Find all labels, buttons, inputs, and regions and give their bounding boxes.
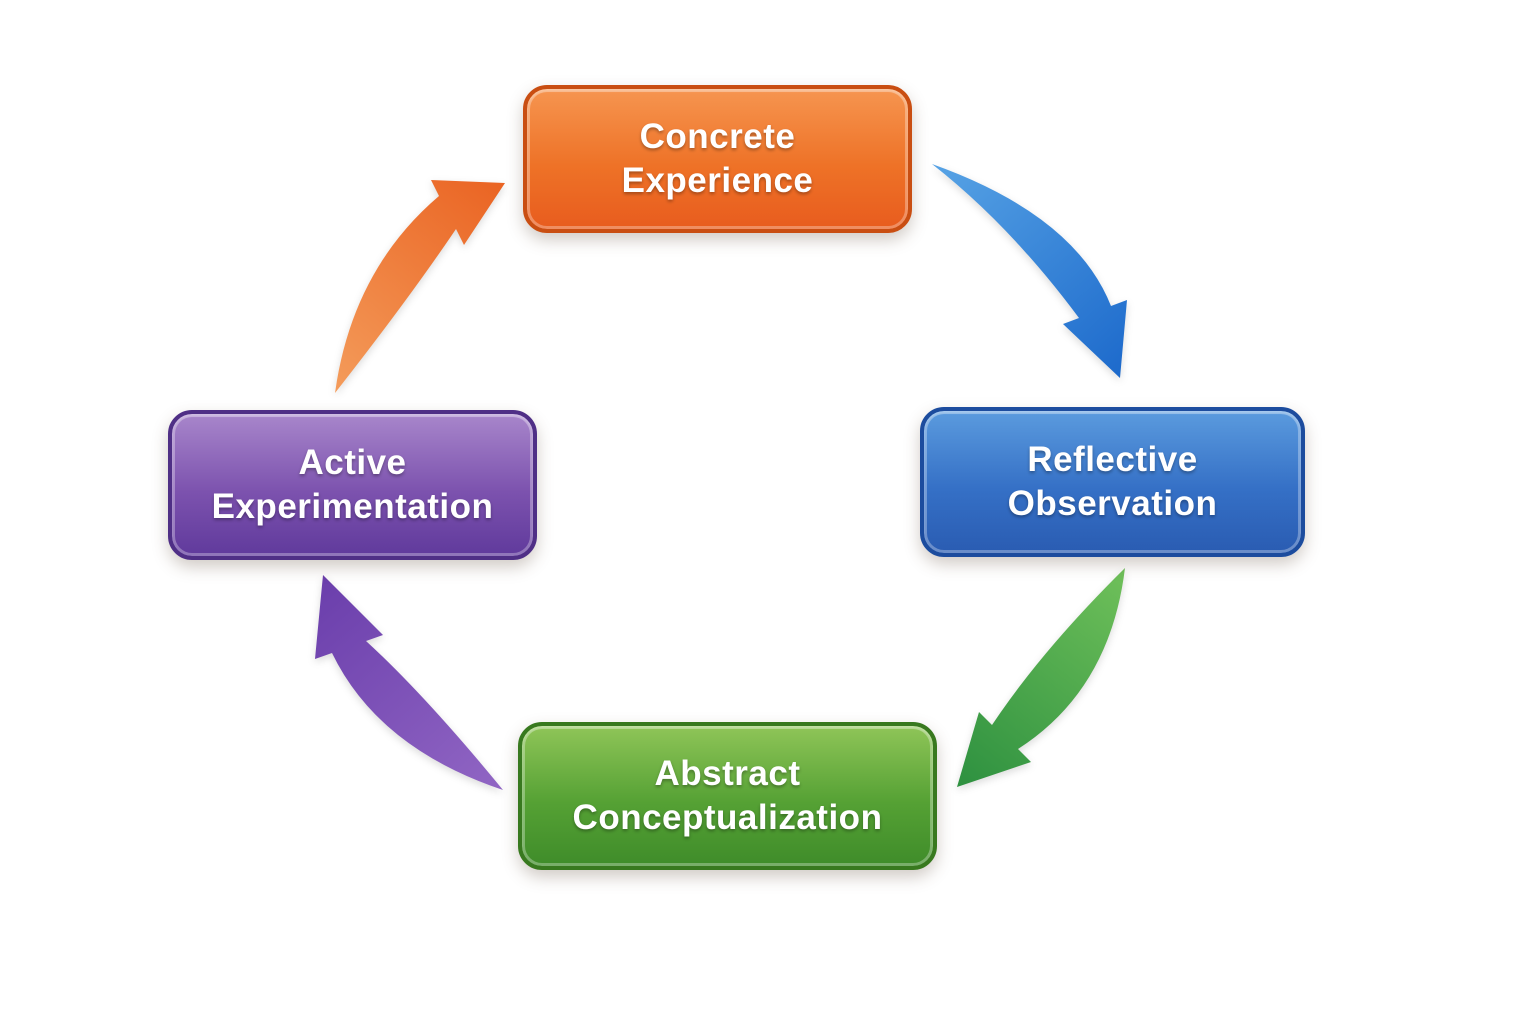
node-label-line: Experimentation: [211, 487, 494, 526]
node-concrete-experience: Concrete Experience: [523, 85, 912, 233]
node-label-line: Experience: [621, 161, 814, 200]
node-reflective-observation: Reflective Observation: [920, 407, 1305, 557]
node-active-experimentation: Active Experimentation: [168, 410, 537, 560]
node-label-line: Conceptualization: [572, 798, 883, 837]
node-label-line: Concrete: [639, 116, 796, 156]
node-label-line: Observation: [1007, 484, 1218, 523]
node-label-line: Reflective: [1027, 439, 1198, 479]
arrow-reflective-to-abstract: [957, 568, 1125, 787]
arrow-abstract-to-active: [315, 575, 503, 790]
arrow-concrete-to-reflective: [932, 164, 1127, 378]
arrow-active-to-concrete: [335, 180, 505, 393]
node-label-line: Abstract: [654, 753, 801, 793]
node-abstract-conceptualization: Abstract Conceptualization: [518, 722, 937, 870]
node-label-line: Active: [298, 442, 407, 482]
